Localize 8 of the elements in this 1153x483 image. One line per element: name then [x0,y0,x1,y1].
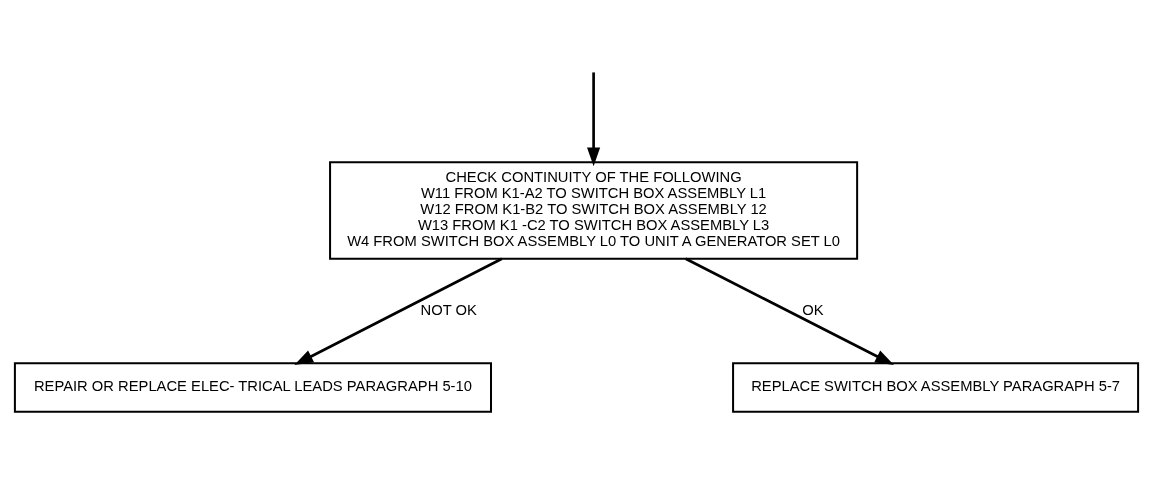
arrow [587,72,601,167]
edge-label: OK [802,301,824,318]
arrow [685,257,894,365]
node-box: REPLACE SWITCH BOX ASSEMBLY PARAGRAPH 5-7 [732,362,1140,413]
node-box: CHECK CONTINUITY OF THE FOLLOWING W11 FROM K1-A2 TO SWITCH BOX ASSEMBLY L1 W12 FROM K1-B2 TO SWITCH BOX ASSEMBLY 12 W13 FROM K1 -C2 TO SWITCH BOX ASSEMBLY L3 W4 FROM SWITCH BOX ASSEMBLY L0 TO UNIT A GENERATOR SET L0 [329,161,859,260]
arrow [294,257,503,365]
edge-label: NOT OK [420,301,477,318]
node-box: REPAIR OR REPLACE ELEC- TRICAL LEADS PARAGRAPH 5-10 [13,362,492,413]
